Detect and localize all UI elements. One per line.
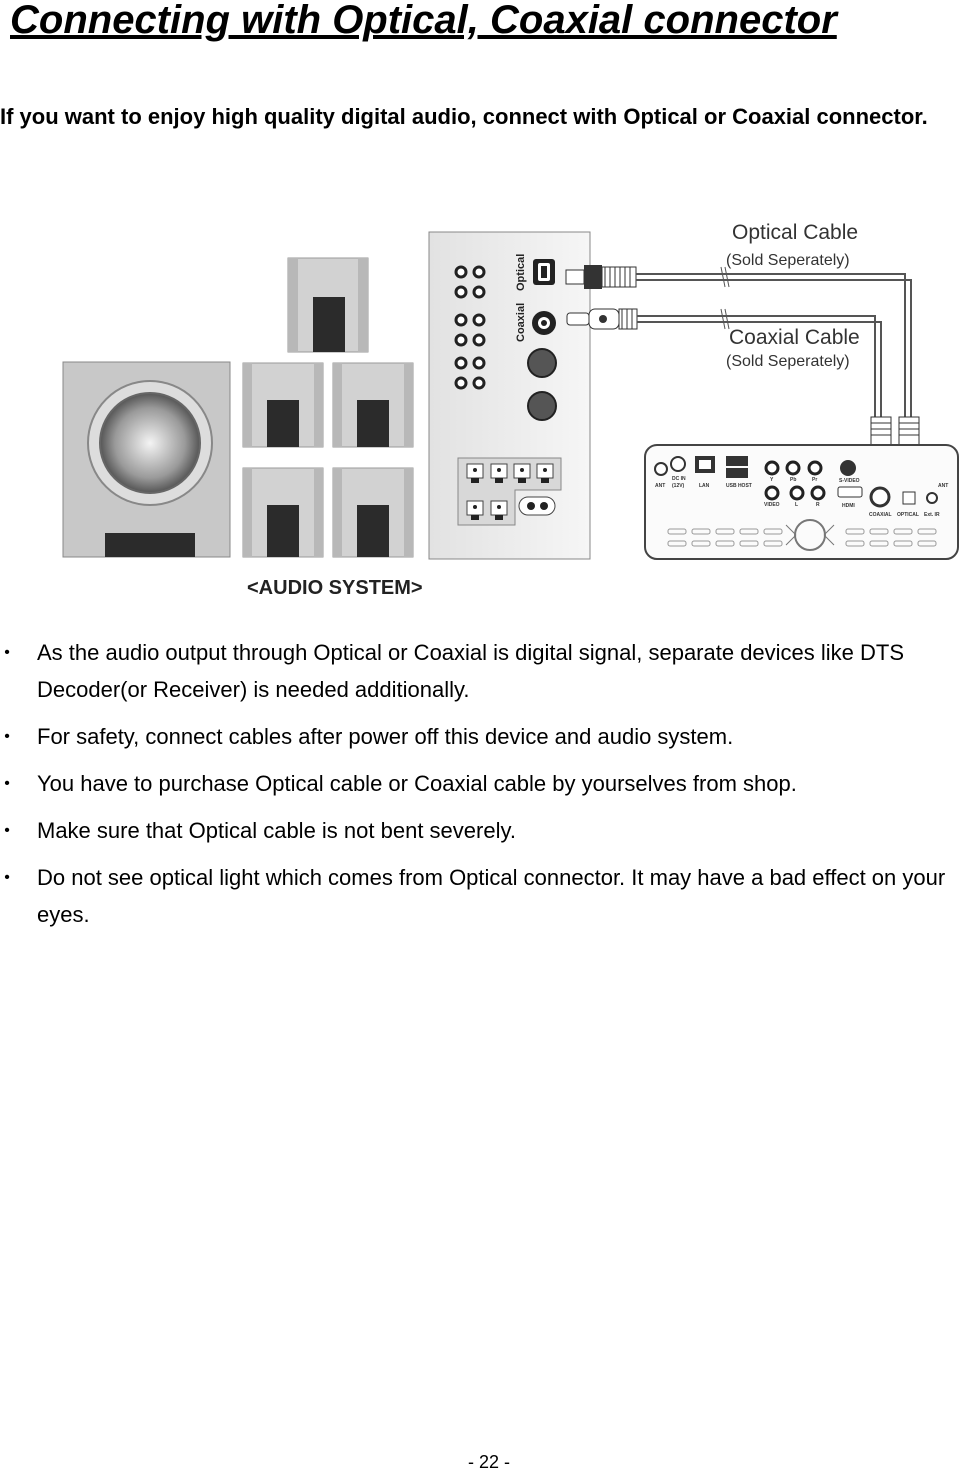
- bullet-icon: •: [4, 822, 10, 839]
- player-label-dc-in: DC IN: [672, 476, 686, 482]
- speaker-front-left: [242, 362, 324, 448]
- speaker-rear-right: [332, 467, 414, 558]
- player-label-pb: Pb: [790, 477, 796, 483]
- optical-cable-label: Optical Cable: [732, 221, 858, 244]
- player-label-ext-ir: Ext. IR: [924, 512, 940, 518]
- player-label-video: VIDEO: [764, 502, 780, 508]
- note-text: As the audio output through Optical or C…: [37, 640, 905, 702]
- audio-system-caption: <AUDIO SYSTEM>: [247, 577, 423, 599]
- connection-diagram: Optical Coaxial: [0, 205, 978, 610]
- list-item: • Do not see optical light which comes fr…: [0, 859, 978, 933]
- player-label-dc-volt: (12V): [672, 483, 685, 489]
- connection-diagram-svg: Optical Coaxial: [62, 221, 959, 599]
- player-label-y: Y: [770, 477, 774, 483]
- note-text: For safety, connect cables after power o…: [37, 724, 734, 749]
- bullet-icon: •: [4, 775, 10, 792]
- player-label-r: R: [816, 502, 820, 508]
- note-text: Do not see optical light which comes fro…: [37, 865, 946, 927]
- player-label-hdmi: HDMI: [842, 503, 855, 509]
- audio-system-panel: Optical Coaxial: [428, 231, 591, 560]
- player-label-svideo: S-VIDEO: [839, 478, 860, 484]
- page-number: - 22 -: [467, 1452, 510, 1472]
- notes-list: • As the audio output through Optical or …: [0, 634, 978, 943]
- player-label-lan: LAN: [699, 483, 710, 489]
- bullet-icon: •: [4, 728, 10, 745]
- coaxial-cable: [566, 308, 882, 417]
- optical-sold-label: (Sold Seperately): [726, 252, 850, 269]
- list-item: • As the audio output through Optical or …: [0, 634, 978, 708]
- player-label-ant-in: ANT: [655, 483, 665, 489]
- optical-cable: [565, 265, 912, 417]
- coaxial-sold-label: (Sold Seperately): [726, 353, 850, 370]
- player-label-coaxial: COAXIAL: [869, 512, 892, 518]
- note-text: Make sure that Optical cable is not bent…: [37, 818, 516, 843]
- panel-coaxial-label: Coaxial: [515, 303, 527, 342]
- intro-paragraph: If you want to enjoy high quality digita…: [0, 104, 928, 129]
- bullet-icon: •: [4, 644, 10, 661]
- player-label-usb-host: USB HOST: [726, 483, 752, 489]
- player-label-l: L: [795, 502, 798, 508]
- list-item: • For safety, connect cables after power …: [0, 718, 978, 755]
- player-label-pr: Pr: [812, 477, 817, 483]
- speaker-front-right: [332, 362, 414, 448]
- list-item: • You have to purchase Optical cable or C…: [0, 765, 978, 802]
- panel-optical-label: Optical: [515, 254, 527, 291]
- coaxial-cable-label: Coaxial Cable: [729, 326, 860, 349]
- list-item: • Make sure that Optical cable is not ben…: [0, 812, 978, 849]
- page-title: Connecting with Optical, Coaxial connect…: [10, 0, 837, 42]
- speaker-center-top: [287, 257, 369, 353]
- media-player-rear-panel: ANT DC IN (12V) LAN USB HOST Y Pb Pr S-V…: [644, 444, 959, 560]
- speaker-rear-left: [242, 467, 324, 558]
- player-label-ant-out: ANT: [938, 483, 948, 489]
- subwoofer: [62, 361, 231, 558]
- note-text: You have to purchase Optical cable or Co…: [37, 771, 797, 796]
- player-label-optical: OPTICAL: [897, 512, 919, 518]
- panel-rca-jacks: [454, 265, 486, 390]
- bullet-icon: •: [4, 869, 10, 886]
